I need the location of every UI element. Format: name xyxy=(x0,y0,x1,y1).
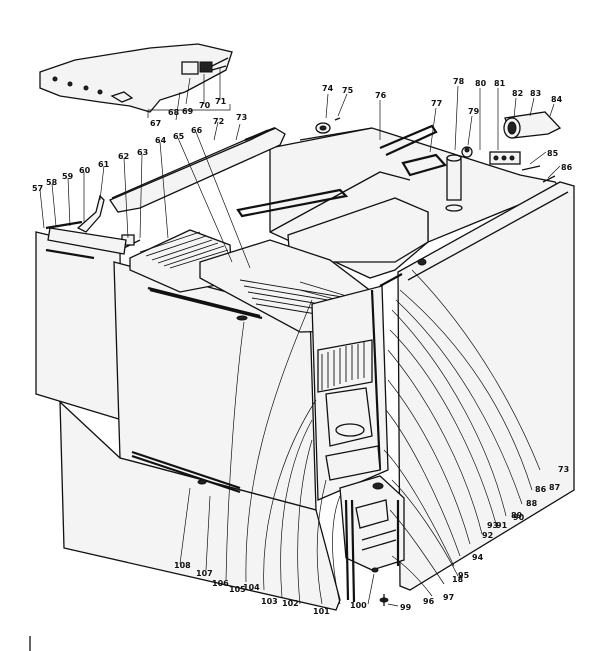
label-87: 87 xyxy=(549,483,560,492)
label-67: 67 xyxy=(150,119,161,128)
label-74: 74 xyxy=(322,84,334,93)
label-70: 70 xyxy=(199,101,211,110)
label-72: 72 xyxy=(213,117,224,126)
left-side-panel xyxy=(35,227,127,421)
label-61: 61 xyxy=(98,160,110,169)
label-69: 69 xyxy=(182,107,194,116)
label-81: 81 xyxy=(494,79,506,88)
label-64: 64 xyxy=(155,136,167,145)
callout-labels: 57 58 59 60 61 62 63 64 65 66 67 68 69 7… xyxy=(32,77,573,616)
label-93: 93 xyxy=(487,521,498,530)
label-92: 92 xyxy=(482,531,493,540)
label-103: 103 xyxy=(261,597,278,606)
label-80: 80 xyxy=(475,79,487,88)
label-62: 62 xyxy=(118,152,129,161)
label-88: 88 xyxy=(526,499,538,508)
label-66: 66 xyxy=(191,126,203,135)
label-65: 65 xyxy=(173,132,185,141)
base-panel xyxy=(59,400,341,611)
label-63: 63 xyxy=(137,148,148,157)
label-89: 89 xyxy=(511,511,523,520)
upper-cabinet-top xyxy=(236,124,562,279)
label-97: 97 xyxy=(443,593,454,602)
label-96: 96 xyxy=(423,597,435,606)
hardware-parts xyxy=(315,111,562,183)
leader-lines xyxy=(39,68,561,607)
label-75: 75 xyxy=(342,86,354,95)
label-94: 94 xyxy=(472,553,484,562)
label-101: 101 xyxy=(313,607,330,616)
label-79: 79 xyxy=(468,107,480,116)
label-76: 76 xyxy=(375,91,387,100)
label-83: 83 xyxy=(530,89,541,98)
label-91: 91 xyxy=(496,521,508,530)
label-73: 73 xyxy=(236,113,247,122)
label-57: 57 xyxy=(32,184,43,193)
label-108: 108 xyxy=(174,561,191,570)
label-106: 106 xyxy=(212,579,229,588)
label-85: 85 xyxy=(547,149,559,158)
label-18: 18 xyxy=(452,575,464,584)
label-99: 99 xyxy=(400,603,412,612)
label-60: 60 xyxy=(79,166,91,175)
label-77: 77 xyxy=(431,99,442,108)
label-78: 78 xyxy=(453,77,465,86)
label-86: 86 xyxy=(561,163,573,172)
label-71: 71 xyxy=(215,97,227,106)
cover-plate xyxy=(39,43,233,113)
label-90: 90 xyxy=(513,513,525,522)
label-105: 105 xyxy=(229,585,246,594)
right-side-panel xyxy=(379,181,575,591)
lower-door-assembly xyxy=(339,475,405,606)
label-82: 82 xyxy=(512,89,523,98)
label-104: 104 xyxy=(243,583,260,592)
label-84: 84 xyxy=(551,95,563,104)
label-107: 107 xyxy=(196,569,213,578)
label-73-lower: 73 xyxy=(558,465,569,474)
label-102: 102 xyxy=(282,599,299,608)
flue-pipe xyxy=(401,153,463,212)
label-100: 100 xyxy=(350,601,367,610)
label-59: 59 xyxy=(62,172,74,181)
label-86-lower: 86 xyxy=(535,485,547,494)
inner-compartment xyxy=(311,285,389,501)
label-68: 68 xyxy=(168,108,180,117)
top-shelf-panel xyxy=(109,126,286,213)
label-58: 58 xyxy=(46,178,58,187)
label-95: 95 xyxy=(458,571,470,580)
